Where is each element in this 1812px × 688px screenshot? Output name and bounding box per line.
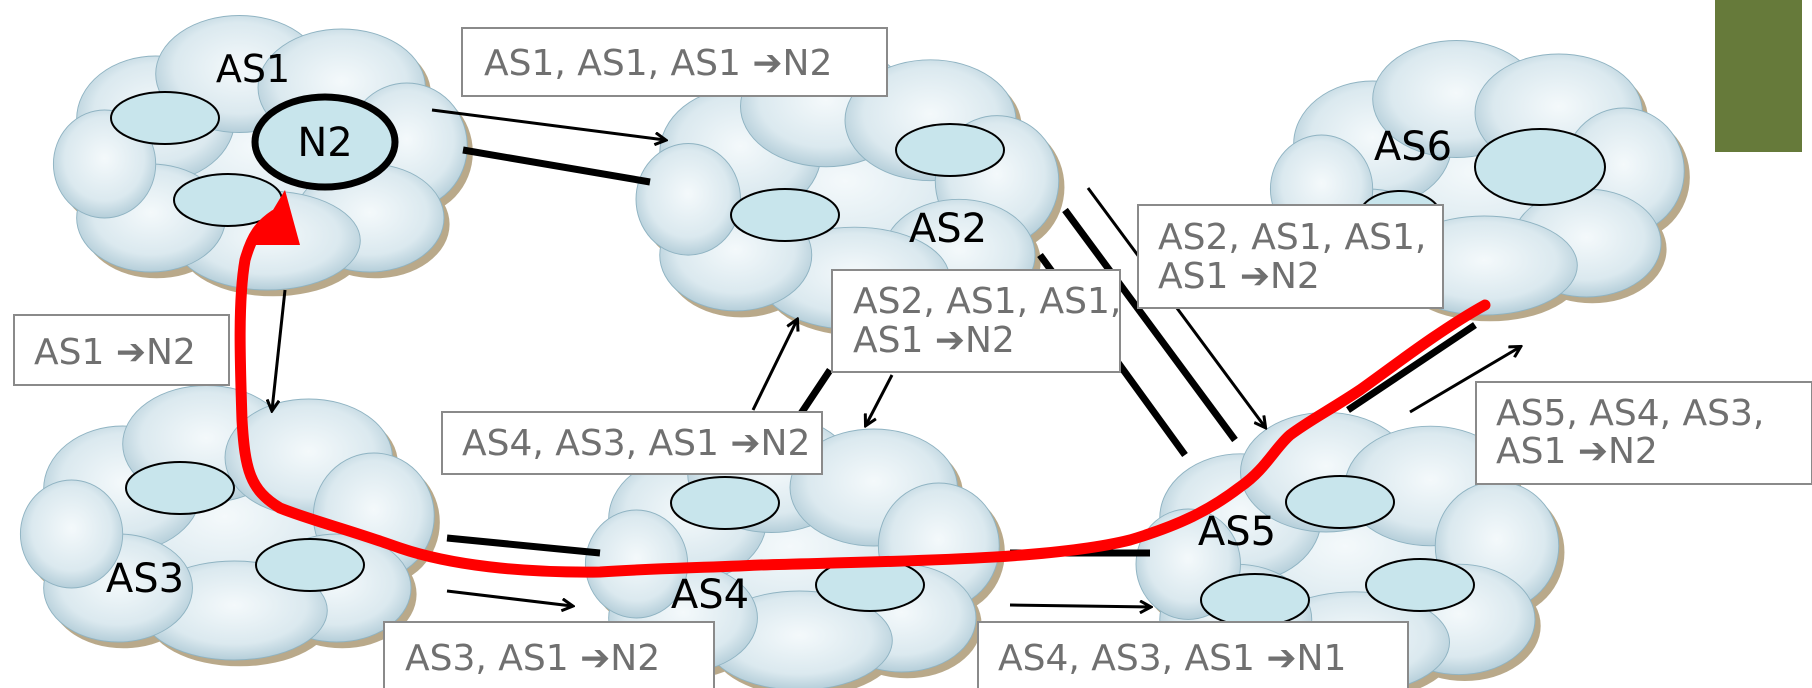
link-as3-as4 [446,534,601,557]
svg-text:AS5, AS4, AS3,: AS5, AS4, AS3, [1496,393,1764,434]
route-label-as1-to-as3: AS1 ➔N2 [13,314,230,386]
arrow-as2-as4 [866,374,894,425]
subnet-as6-a [1474,128,1606,206]
svg-text:AS1 ➔N2: AS1 ➔N2 [1496,431,1658,472]
route-label-as2-to-as4: AS2, AS1, AS1, AS1 ➔N2 [831,269,1121,373]
subnet-as2-a [895,123,1005,177]
svg-text:AS4, AS3, AS1 ➔N1: AS4, AS3, AS1 ➔N1 [998,638,1346,679]
link-as1-as2 [462,146,651,186]
corner-badge [1715,0,1802,152]
subnet-as2-b [730,188,840,242]
svg-text:AS1 ➔N2: AS1 ➔N2 [1158,256,1320,297]
route-label-as5-to-as6: AS5, AS4, AS3, AS1 ➔N2 [1475,381,1812,485]
arrow-as4-as2 [751,320,797,411]
as6-label: AS6 [1374,124,1452,170]
link-as2-as5-b [1062,207,1238,443]
subnet-as3-a [125,461,235,515]
network-n2: N2 [251,93,399,191]
subnet-as5-b [1365,558,1475,612]
as3-label: AS3 [106,556,184,602]
as4-label: AS4 [671,572,749,618]
cloud-as3 [19,385,440,667]
subnet-as5-c [1200,573,1310,627]
link-as2-as4 [797,368,833,417]
subnet-as1-a [110,91,220,145]
as2-label: AS2 [909,206,987,252]
route-label-as4-to-as2: AS4, AS3, AS1 ➔N2 [441,411,823,475]
route-label-as4-to-as5: AS4, AS3, AS1 ➔N1 [977,621,1409,688]
arrow-as5-as6 [1409,347,1520,414]
selected-path [234,190,1491,578]
subnet-as4-a [670,476,780,530]
svg-text:AS2, AS1, AS1,: AS2, AS1, AS1, [1158,217,1426,258]
as5-label: AS5 [1198,509,1276,555]
svg-text:AS1 ➔N2: AS1 ➔N2 [853,320,1015,361]
route-label-as1-to-as2: AS1, AS1, AS1 ➔N2 [461,27,888,97]
arrow-as3-as4 [446,589,572,606]
as1-label: AS1 [216,47,290,91]
arrow-as1-as2 [431,108,665,140]
svg-text:AS4, AS3, AS1 ➔N2: AS4, AS3, AS1 ➔N2 [462,423,810,464]
subnet-as5-a [1285,475,1395,529]
network-n2-label: N2 [297,120,352,166]
link-as5-as6 [1346,322,1477,413]
arrow-as1-as3 [272,289,287,410]
route-label-as2-to-as5: AS2, AS1, AS1, AS1 ➔N2 [1137,204,1444,309]
svg-text:AS1 ➔N2: AS1 ➔N2 [34,332,196,373]
subnet-as3-b [255,538,365,592]
route-label-as3-to-as4: AS3, AS1 ➔N2 [383,621,715,688]
svg-text:AS1, AS1, AS1 ➔N2: AS1, AS1, AS1 ➔N2 [484,43,832,84]
svg-text:AS3, AS1 ➔N2: AS3, AS1 ➔N2 [405,638,660,679]
svg-text:AS2, AS1, AS1,: AS2, AS1, AS1, [853,281,1121,322]
arrow-as4-as5 [1009,605,1150,607]
